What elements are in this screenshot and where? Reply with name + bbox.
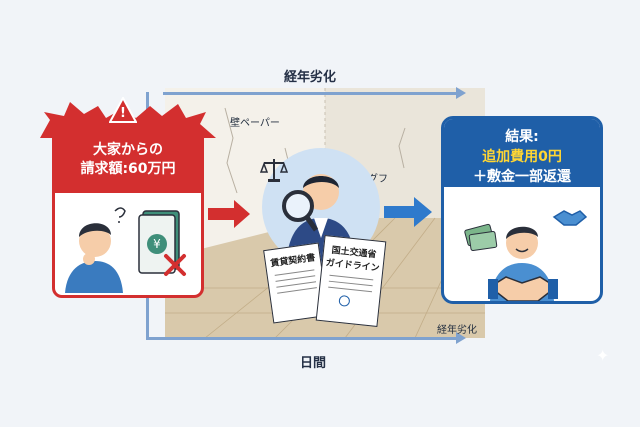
arrow-right-icon <box>456 332 466 344</box>
warning-mark: ! <box>120 106 126 121</box>
worried-tenant-illustration <box>65 207 126 293</box>
claim-card-header: 大家からの 請求額:60万円 <box>55 129 201 193</box>
result-card: 結果: 追加費用0円 ＋敷金一部返還 <box>441 116 603 304</box>
banknote-icon: ¥ <box>138 210 180 274</box>
result-line-1: 結果: <box>505 129 539 145</box>
arrow-right-icon <box>384 197 432 227</box>
cross-icon <box>164 254 186 276</box>
guideline-document: 国土交通省 ガイドライン <box>315 234 387 328</box>
arrow-right-icon <box>208 200 250 228</box>
handshake-icon <box>488 276 558 301</box>
aging-label: 経年劣化 <box>437 325 477 336</box>
wallpaper-label: 壁ペーパー <box>230 118 280 129</box>
claim-line-2: 請求額:60万円 <box>80 161 176 177</box>
seal-icon <box>338 294 351 307</box>
bottom-axis-arrow <box>146 337 458 340</box>
sparkle-icon: ✦ <box>596 346 610 365</box>
magnifier-icon <box>296 203 297 204</box>
claim-card: 大家からの 請求額:60万円 ¥ <box>52 126 204 298</box>
result-card-header: 結果: 追加費用0円 ＋敷金一部返還 <box>444 119 600 187</box>
contract-title: 賃貸契約書 <box>269 253 316 270</box>
top-axis-arrow <box>163 92 458 95</box>
bottom-axis-label: 日間 <box>300 356 327 371</box>
claim-line-1: 大家からの <box>93 142 163 158</box>
arrow-right-icon <box>456 87 466 99</box>
warning-icon <box>109 97 137 123</box>
result-line-3: ＋敷金一部返還 <box>473 169 571 185</box>
scales-icon <box>260 159 288 182</box>
top-axis-label: 経年劣化 <box>284 70 337 85</box>
svg-text:¥: ¥ <box>153 237 161 251</box>
result-line-2: 追加費用0円 <box>482 149 562 165</box>
handshake-icon <box>552 210 588 226</box>
